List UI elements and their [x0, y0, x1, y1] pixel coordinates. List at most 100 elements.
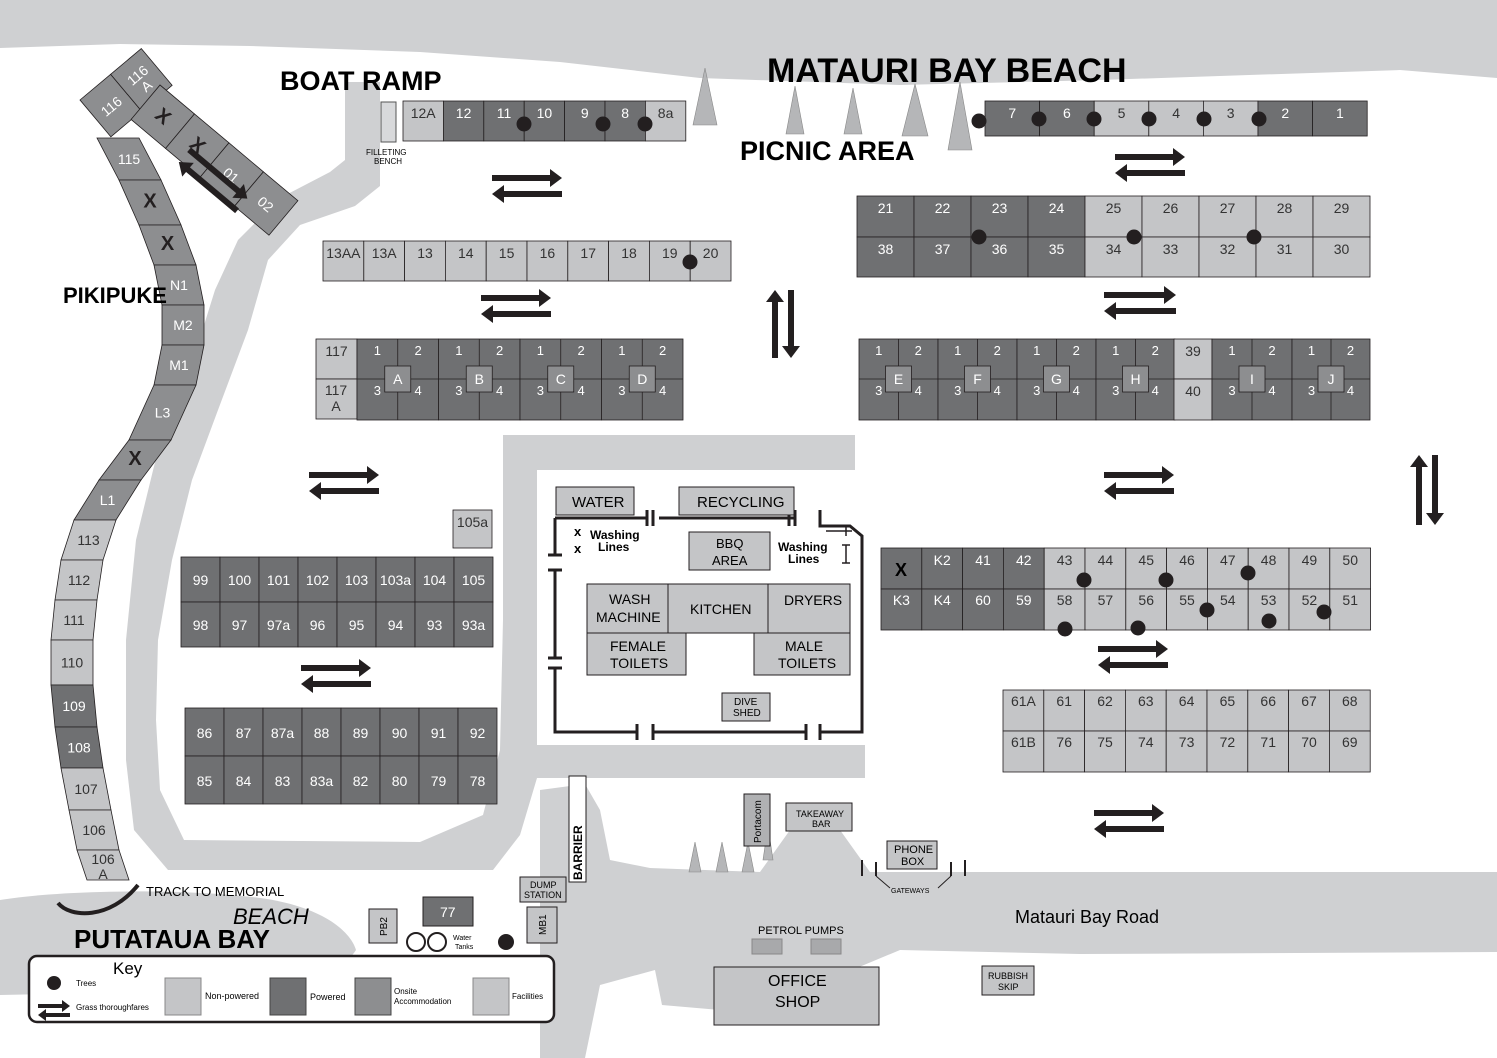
arrow-up-icon [1410, 455, 1428, 525]
arrow-left-icon [309, 482, 379, 500]
site-76-box [1043, 730, 1086, 773]
site-82: 82 [340, 755, 381, 805]
arrow-right-icon [1094, 804, 1164, 822]
dump-label-2: STATION [524, 890, 562, 900]
road-label: Matauri Bay Road [1015, 907, 1159, 927]
site-35-label: 35 [1049, 241, 1065, 257]
site-62: 62 [1084, 689, 1126, 732]
block-c-letter: C [556, 371, 566, 387]
site-86-label: 86 [197, 725, 213, 741]
block-i-site-2: 2 [1268, 343, 1275, 358]
site-13aa-box [322, 240, 365, 282]
dryers-label: DRYERS [784, 592, 842, 608]
site-65-label: 65 [1220, 693, 1236, 709]
block-j-site-3: 3 [1308, 383, 1315, 398]
grass-thoroughfare-arrow-vertical [766, 290, 800, 358]
site-74-label: 74 [1138, 734, 1154, 750]
site-17-box [567, 240, 609, 282]
pikipuke-site-label: 110 [61, 655, 84, 671]
site-k-top-4-label: 43 [1057, 552, 1073, 568]
site-k-bot-59-box [1003, 588, 1045, 631]
site-29: 29 [1312, 195, 1371, 238]
site-82-label: 82 [353, 773, 369, 789]
site-k-top-1-box [921, 547, 963, 590]
site-88-label: 88 [314, 725, 330, 741]
site-26-box [1141, 195, 1200, 238]
track-to-memorial-label: TRACK TO MEMORIAL [146, 884, 284, 899]
arrow-right-icon [1104, 466, 1174, 484]
site-66-label: 66 [1260, 693, 1276, 709]
arrow-left-icon [1115, 164, 1185, 182]
site-39-label: 39 [1185, 343, 1201, 359]
site-7-box [984, 100, 1040, 137]
site-16-box [526, 240, 569, 282]
site-79: 79 [418, 755, 459, 805]
block-h-site-1: 1 [1112, 343, 1119, 358]
grass-thoroughfare-arrow [309, 466, 379, 500]
tree-marker [1031, 111, 1047, 127]
block-g-site-2: 2 [1073, 343, 1080, 358]
site-k-bot-58-label: 58 [1057, 592, 1073, 608]
site-61a-box [1002, 689, 1045, 732]
site-18-label: 18 [621, 245, 637, 261]
site-k-top-7: 46 [1166, 547, 1208, 590]
site-83a: 83a [301, 755, 342, 805]
site-12-label: 12 [456, 105, 472, 121]
pikipuke-site-label: M2 [173, 317, 193, 333]
site-26-label: 26 [1163, 200, 1179, 216]
arrow-right-icon [1098, 640, 1168, 658]
block-f-site-4: 4 [994, 383, 1001, 398]
site-104-box [414, 556, 455, 603]
site-13-label: 13 [417, 245, 433, 261]
site-93-box [414, 601, 455, 648]
site-104: 104 [414, 556, 455, 603]
site-97: 97 [219, 601, 260, 648]
site-22: 22 [913, 195, 972, 238]
site-k-top-8-label: 47 [1220, 552, 1236, 568]
site-76-label: 76 [1056, 734, 1072, 750]
site-105a: 105a [452, 509, 493, 549]
site-91-box [418, 707, 459, 757]
site-13aa: 13AA [322, 240, 365, 282]
site-61b-box [1002, 730, 1045, 773]
site-117a-label-1: 117 [325, 382, 348, 398]
tree-marker [1130, 620, 1146, 636]
legend-trees-label: Trees [76, 979, 96, 988]
site-k-top-0-box [880, 547, 923, 590]
site-26: 26 [1141, 195, 1200, 238]
site-74-box [1125, 730, 1167, 773]
pikipuke-site-label: 106 [82, 822, 106, 838]
block-h-letter: H [1130, 371, 1140, 387]
wash-label-1: WASH [609, 591, 650, 607]
site-105a-label: 105a [457, 514, 488, 530]
site-63: 63 [1125, 689, 1167, 732]
shop-label: SHOP [775, 994, 820, 1011]
site-31: 31 [1255, 236, 1314, 278]
site-62-label: 62 [1097, 693, 1113, 709]
site-101-label: 101 [267, 572, 291, 588]
site-100-box [219, 556, 260, 603]
legend-tree-icon [47, 976, 61, 990]
arrow-right-icon [187, 147, 248, 199]
site-k-top-2-box [962, 547, 1004, 590]
petrol-pump-2 [810, 938, 842, 955]
site-96-box [297, 601, 338, 648]
tree-marker [637, 116, 653, 132]
site-102-label: 102 [306, 572, 330, 588]
site-38: 38 [856, 236, 915, 278]
block-h-letter-box [1122, 365, 1149, 393]
office-label: OFFICE [768, 973, 827, 990]
sites-x-01-02-site-box [233, 171, 299, 236]
site-73-label: 73 [1179, 734, 1195, 750]
block-g-letter-box [1043, 365, 1070, 393]
site-105: 105 [453, 556, 494, 603]
site-k-bot-k4-box [921, 588, 963, 631]
legend-title: Key [113, 959, 143, 978]
site-39: 39 [1173, 338, 1213, 380]
site-17-label: 17 [580, 245, 596, 261]
site-93-label: 93 [427, 617, 443, 633]
washing-lines-right-1: Washing [778, 540, 828, 554]
